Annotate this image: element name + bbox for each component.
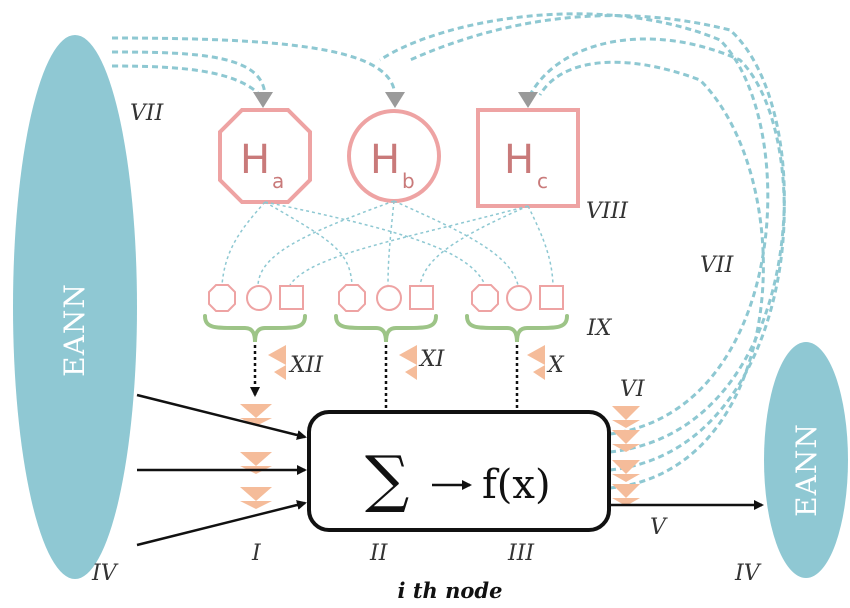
hormone-group-3	[471, 284, 564, 312]
small-circle-2	[376, 285, 402, 311]
node-box: ∑ f(x)	[307, 410, 611, 532]
node-title: i th node	[398, 578, 503, 603]
input-arrow-3	[136, 500, 307, 547]
arrowhead-hc	[518, 92, 538, 108]
roman-labels: VII VII VIII IX X XI XII VI V I II III I…	[91, 101, 762, 586]
modulation-arrows	[250, 345, 522, 439]
sum-symbol: ∑	[365, 442, 409, 515]
label-iv-left: IV	[91, 561, 119, 586]
label-iii: III	[507, 541, 535, 566]
label-vi: VI	[620, 377, 646, 402]
hormone-group-2	[338, 284, 434, 312]
small-octagon-3	[471, 284, 499, 312]
arrowhead-hb	[385, 92, 405, 108]
small-circle-1	[246, 285, 272, 311]
small-octagon-1	[208, 284, 236, 312]
label-ii: II	[369, 541, 389, 566]
eann-right-label: EANN	[790, 423, 823, 517]
hormone-hc-base: H	[504, 137, 534, 183]
label-iv-right: IV	[734, 561, 762, 586]
receptor-triangles	[240, 345, 640, 509]
small-circle-3	[506, 285, 532, 311]
hormone-hb: H b	[347, 109, 441, 203]
green-braces	[203, 314, 569, 343]
hormone-input-lines	[111, 36, 397, 98]
arrowhead-ha	[253, 92, 273, 108]
hormone-hb-base: H	[370, 137, 400, 183]
label-xii: XII	[288, 353, 324, 378]
eann-left-label: EANN	[58, 283, 91, 377]
input-arrow-1	[136, 393, 307, 440]
label-ix: IX	[586, 316, 613, 341]
brace-1	[203, 314, 307, 343]
small-square-1	[279, 285, 304, 310]
hormone-group-1	[208, 284, 304, 312]
brace-2	[334, 314, 438, 343]
brace-3	[465, 314, 569, 343]
label-xi: XI	[418, 347, 446, 372]
hormone-hb-sub: b	[402, 169, 415, 193]
small-square-2	[409, 285, 434, 310]
label-x: X	[546, 353, 565, 378]
label-vii-left: VII	[130, 101, 165, 126]
hormone-arrowheads	[253, 92, 538, 108]
hormone-hc: H c	[476, 108, 580, 208]
small-square-3	[539, 285, 564, 310]
eann-left: EANN	[13, 35, 137, 579]
activation-function: f(x)	[482, 462, 551, 508]
eann-right: EANN	[764, 342, 848, 578]
label-i: I	[251, 541, 262, 566]
label-v: V	[650, 515, 668, 540]
label-vii-right: VII	[700, 253, 735, 278]
feedback-loops	[379, 12, 786, 490]
small-octagon-2	[338, 284, 366, 312]
hormone-ha: H a	[218, 108, 312, 204]
label-viii: VIII	[586, 199, 629, 224]
input-arrows	[136, 393, 307, 547]
hormone-distribution-lines	[221, 200, 554, 286]
hormone-ha-sub: a	[272, 169, 284, 193]
hormone-hc-sub: c	[537, 169, 548, 193]
hormone-ha-base: H	[240, 137, 270, 183]
